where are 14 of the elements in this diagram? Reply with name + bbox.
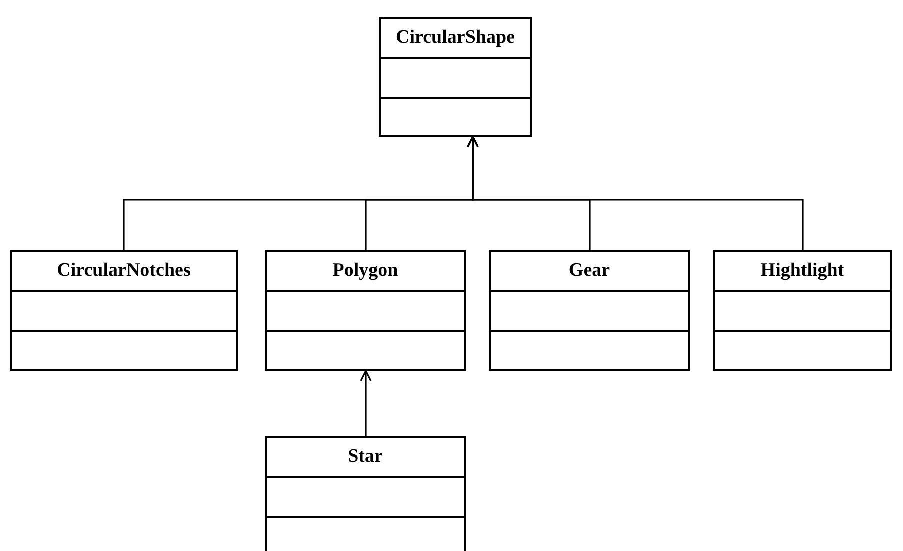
class-name: CircularNotches	[57, 260, 191, 282]
class-box	[265, 250, 466, 371]
class-box	[379, 17, 532, 137]
class-name: Polygon	[332, 260, 398, 282]
class-name: Hightlight	[760, 260, 844, 282]
class-box	[10, 250, 238, 371]
class-name: CircularShape	[396, 27, 515, 49]
class-box	[265, 436, 466, 551]
inheritance-arrow	[360, 370, 372, 436]
class-box	[713, 250, 892, 371]
class-name: Gear	[568, 260, 610, 282]
class-box	[489, 250, 690, 371]
class-name: Star	[348, 446, 383, 468]
inheritance-arrow	[467, 136, 804, 250]
